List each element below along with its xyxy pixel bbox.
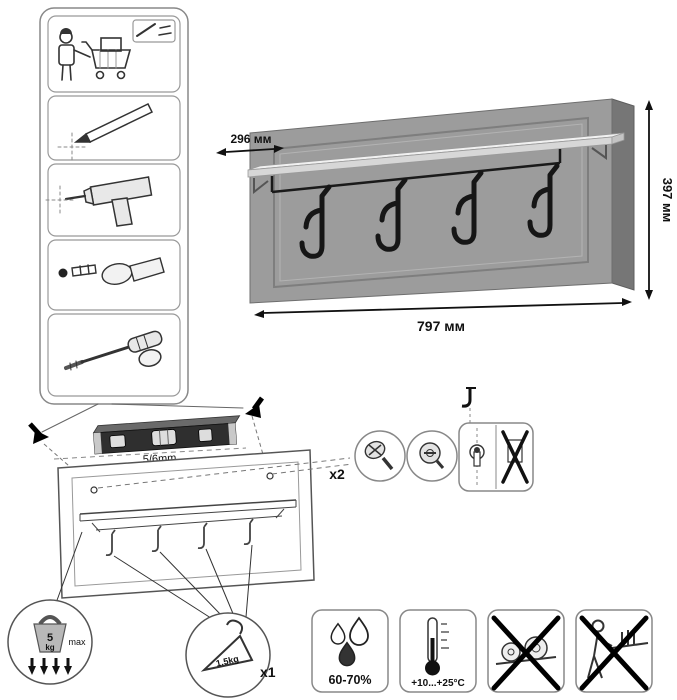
no-heavy-load-icon <box>491 615 561 691</box>
prohibited-x-icon <box>491 615 561 691</box>
no-leaning-icon <box>579 615 649 691</box>
width-dimension-arrow <box>254 298 632 318</box>
temperature-label: +10...+25°C <box>411 678 464 689</box>
no-leaning-box <box>575 609 653 693</box>
humidity-label: 60-70% <box>328 673 371 687</box>
dimension-annotations: 296 мм 397 мм 797 мм <box>216 100 675 334</box>
prohibited-x-icon <box>501 430 529 484</box>
depth-dimension-label: 296 мм <box>230 132 271 146</box>
max-weight-badge: 5 kg max <box>7 599 93 685</box>
coat-rack-panel <box>249 98 635 304</box>
spirit-level-icon <box>92 415 241 455</box>
fastener-callout: x2 <box>329 387 534 492</box>
wall-hook-icon <box>461 387 476 423</box>
hanger-load-badge: 1.5kg x1 <box>185 612 276 698</box>
temperature-icon <box>425 617 449 676</box>
temperature-box: +10...+25°C <box>399 609 477 693</box>
weight-icon <box>33 615 67 653</box>
height-dimension-arrow <box>645 100 653 300</box>
clothes-hanger-icon <box>200 619 254 672</box>
shelf <box>247 132 625 195</box>
dowel-hammer-icon <box>47 239 181 311</box>
instruction-steps-panel <box>39 7 244 433</box>
fastener-qty-label: x2 <box>329 466 345 482</box>
hanger-qty-label: x1 <box>260 664 276 680</box>
screwdriver-icon <box>47 313 181 397</box>
installation-diagram: 5/6mm <box>28 396 353 621</box>
width-dimension-label: 797 мм <box>417 318 465 334</box>
drill-icon <box>45 163 181 237</box>
max-weight-unit: kg <box>45 643 54 652</box>
product-render <box>247 98 635 304</box>
height-dimension-label: 397 мм <box>660 178 675 223</box>
down-arrows-icon <box>28 658 72 675</box>
drill-point-arrow-right <box>245 396 265 418</box>
pencil-marking-icon <box>47 95 181 161</box>
hanging-rail <box>270 149 562 194</box>
prohibited-x-icon <box>579 615 649 691</box>
washer-callout-circle <box>406 430 458 482</box>
outline-hooks <box>105 518 254 557</box>
max-weight-value: 5 <box>47 632 53 644</box>
max-weight-word: max <box>68 637 86 647</box>
screw-callout-circle <box>354 430 406 482</box>
depth-dimension-arrow <box>216 145 284 156</box>
humidity-box: 60-70% <box>311 609 389 693</box>
hooks <box>299 163 560 259</box>
wall-panel-outline <box>57 449 315 599</box>
operating-conditions: 60-70% +10...+25°C <box>311 609 653 693</box>
drill-point-arrow-left <box>28 422 49 444</box>
keyhole-mount-panel <box>458 422 534 492</box>
unpack-shopping-icon <box>47 15 181 93</box>
no-heavy-load-box <box>487 609 565 693</box>
